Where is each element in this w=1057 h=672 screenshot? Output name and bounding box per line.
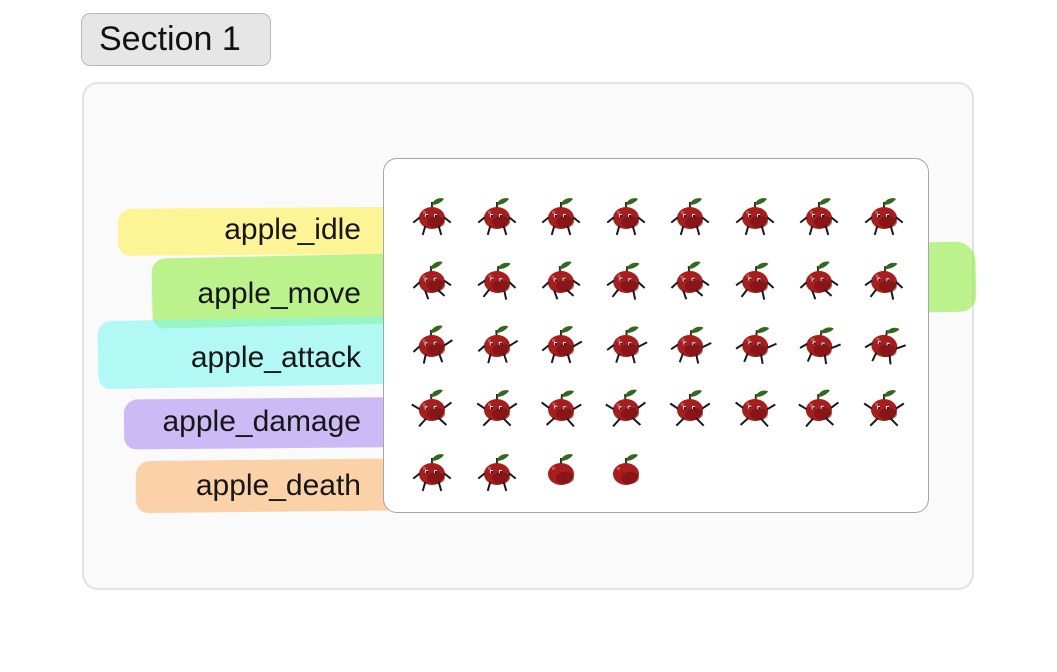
apple-sprite-icon <box>477 198 516 236</box>
animation-frame[interactable] <box>797 260 841 304</box>
animation-label[interactable]: apple_idle <box>224 213 361 246</box>
apple-sprite-icon <box>670 326 712 364</box>
sprite-sheet-frame[interactable] <box>383 158 929 513</box>
apple-sprite-icon <box>476 390 517 427</box>
apple-sprite-icon <box>477 262 516 300</box>
apple-sprite-icon <box>412 454 452 492</box>
apple-sprite-icon <box>412 198 452 236</box>
animation-frame[interactable] <box>668 260 712 304</box>
animation-label[interactable]: apple_attack <box>190 341 361 374</box>
animation-frame[interactable] <box>539 388 583 432</box>
animation-frame[interactable] <box>539 196 583 240</box>
animation-frame[interactable] <box>475 388 519 432</box>
apple-sprite-icon <box>606 326 648 364</box>
animation-frame[interactable] <box>862 324 906 368</box>
animation-frame[interactable] <box>604 452 648 496</box>
apple-sprite-icon <box>541 198 581 236</box>
animation-frame[interactable] <box>733 324 777 368</box>
animation-frame[interactable] <box>668 388 712 432</box>
apple-sprite-icon <box>864 262 903 300</box>
apple-sprite-icon <box>799 327 841 365</box>
animation-frame[interactable] <box>668 196 712 240</box>
apple-sprite-icon <box>548 454 574 485</box>
apple-sprite-icon <box>799 261 839 300</box>
animation-frame[interactable] <box>410 452 454 496</box>
animation-label[interactable]: apple_death <box>195 469 361 502</box>
apple-sprite-icon <box>669 390 711 427</box>
apple-sprite-icon <box>864 198 903 236</box>
apple-sprite-icon <box>864 327 906 365</box>
apple-sprite-icon <box>606 198 645 236</box>
apple-sprite-icon <box>477 325 518 364</box>
apple-sprite-icon <box>541 261 581 300</box>
apple-sprite-icon <box>670 198 710 236</box>
apple-sprite-icon <box>541 326 583 364</box>
apple-sprite-icon <box>735 262 774 300</box>
animation-frame[interactable] <box>862 260 906 304</box>
animation-frame[interactable] <box>604 196 648 240</box>
apple-sprite-icon <box>863 390 904 427</box>
animation-label[interactable]: apple_move <box>197 277 361 310</box>
animation-frame[interactable] <box>604 324 648 368</box>
animation-frame[interactable] <box>539 260 583 304</box>
animation-frame[interactable] <box>862 196 906 240</box>
apple-sprite-icon <box>477 454 516 492</box>
animation-frame[interactable] <box>410 260 454 304</box>
animation-frame[interactable] <box>733 388 777 432</box>
animation-frame[interactable] <box>733 196 777 240</box>
animation-frame[interactable] <box>539 324 583 368</box>
apple-sprite-icon <box>799 198 839 236</box>
animation-frame[interactable] <box>539 452 583 496</box>
animation-frame[interactable] <box>410 324 454 368</box>
apple-sprite-icon <box>412 325 453 364</box>
apple-sprite-icon <box>734 390 776 428</box>
animation-frame[interactable] <box>604 260 648 304</box>
apple-sprite-icon <box>670 261 710 300</box>
apple-sprite-icon <box>604 389 646 428</box>
animation-frame[interactable] <box>797 388 841 432</box>
apple-sprite-icon <box>735 198 774 236</box>
animation-frame[interactable] <box>410 388 454 432</box>
animation-frame[interactable] <box>604 388 648 432</box>
apple-sprite-icon <box>541 390 582 428</box>
apple-sprite-icon <box>606 262 645 300</box>
apple-sprite-icon <box>411 389 452 428</box>
animation-frame[interactable] <box>475 324 519 368</box>
animation-frame[interactable] <box>797 324 841 368</box>
apple-sprite-icon <box>612 454 639 485</box>
apple-sprite-icon <box>412 261 452 300</box>
section-tab[interactable]: Section 1 <box>81 13 271 66</box>
animation-frame[interactable] <box>733 260 777 304</box>
apple-sprite-icon <box>798 389 839 428</box>
animation-frame[interactable] <box>475 260 519 304</box>
animation-frame[interactable] <box>862 388 906 432</box>
animation-frame[interactable] <box>410 196 454 240</box>
apple-sprite-icon <box>735 327 777 365</box>
animation-frame[interactable] <box>475 196 519 240</box>
animation-frame[interactable] <box>475 452 519 496</box>
animation-frame[interactable] <box>797 196 841 240</box>
animation-label[interactable]: apple_damage <box>162 405 361 438</box>
animation-frame[interactable] <box>668 324 712 368</box>
